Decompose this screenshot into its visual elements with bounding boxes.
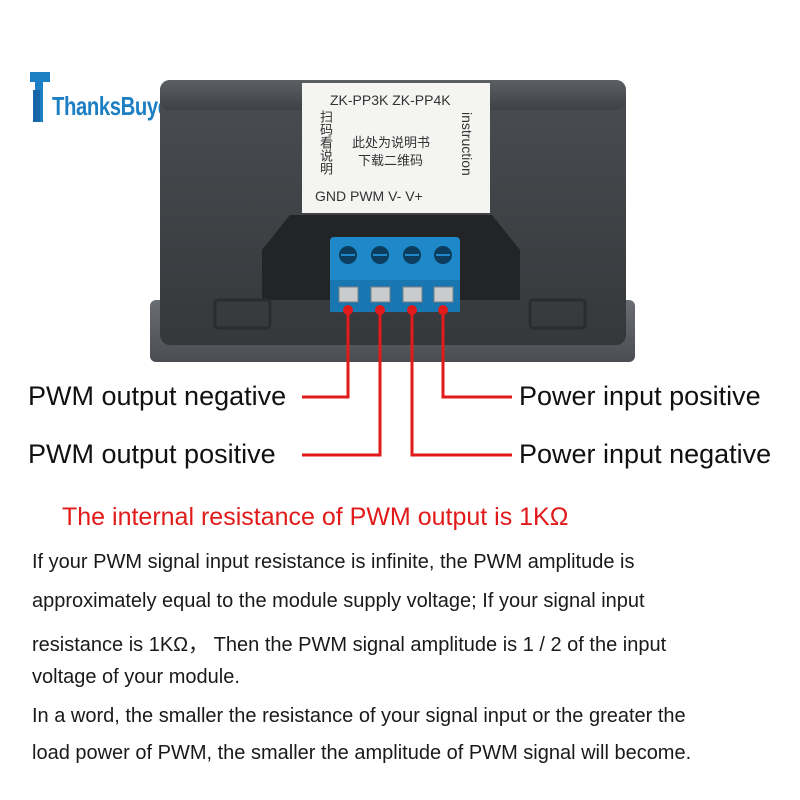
case-clip-right bbox=[528, 298, 587, 330]
brand-logo-text: ThanksBuyer bbox=[52, 91, 177, 121]
brand-logo-icon bbox=[30, 72, 50, 122]
paragraph-line: voltage of your module. bbox=[32, 666, 240, 688]
label-pwm-output-positive: PWM output positive bbox=[28, 439, 276, 469]
terminal-screws bbox=[339, 246, 452, 264]
sticker-qr-note-1: 此处为说明书 bbox=[352, 135, 431, 150]
label-power-input-positive: Power input positive bbox=[519, 381, 761, 411]
paragraph-line: In a word, the smaller the resistance of… bbox=[32, 705, 686, 727]
wire-lines bbox=[302, 310, 512, 457]
sticker-terminals: GND PWM V- V+ bbox=[315, 188, 423, 204]
paragraph-line: If your PWM signal input resistance is i… bbox=[32, 551, 635, 573]
wire-pwm-positive bbox=[302, 310, 382, 457]
device-illustration bbox=[150, 80, 635, 362]
brand-logo: ThanksBuyer bbox=[30, 68, 211, 122]
sticker-vertical-left: 扫码看说明 bbox=[318, 110, 333, 175]
sticker-qr-note-2: 下载二维码 bbox=[358, 153, 424, 168]
sticker-models: ZK-PP3K ZK-PP4K bbox=[330, 92, 451, 108]
sticker-vertical-right: instruction bbox=[459, 112, 475, 176]
paragraph-line: resistance is 1KΩ， Then the PWM signal a… bbox=[32, 634, 667, 656]
wire-power-negative bbox=[410, 310, 512, 457]
resistance-title: The internal resistance of PWM output is… bbox=[62, 503, 569, 531]
instruction-sticker bbox=[302, 83, 490, 213]
label-pwm-output-negative: PWM output negative bbox=[28, 381, 287, 411]
paragraph-line: load power of PWM, the smaller the ampli… bbox=[32, 742, 692, 764]
wire-power-positive bbox=[441, 310, 512, 399]
case-clip-left bbox=[213, 298, 272, 330]
terminal-sockets bbox=[338, 286, 454, 303]
paragraph-line: approximately equal to the module supply… bbox=[32, 590, 645, 612]
wire-pwm-negative bbox=[302, 310, 350, 399]
label-power-input-negative: Power input negative bbox=[519, 439, 772, 469]
